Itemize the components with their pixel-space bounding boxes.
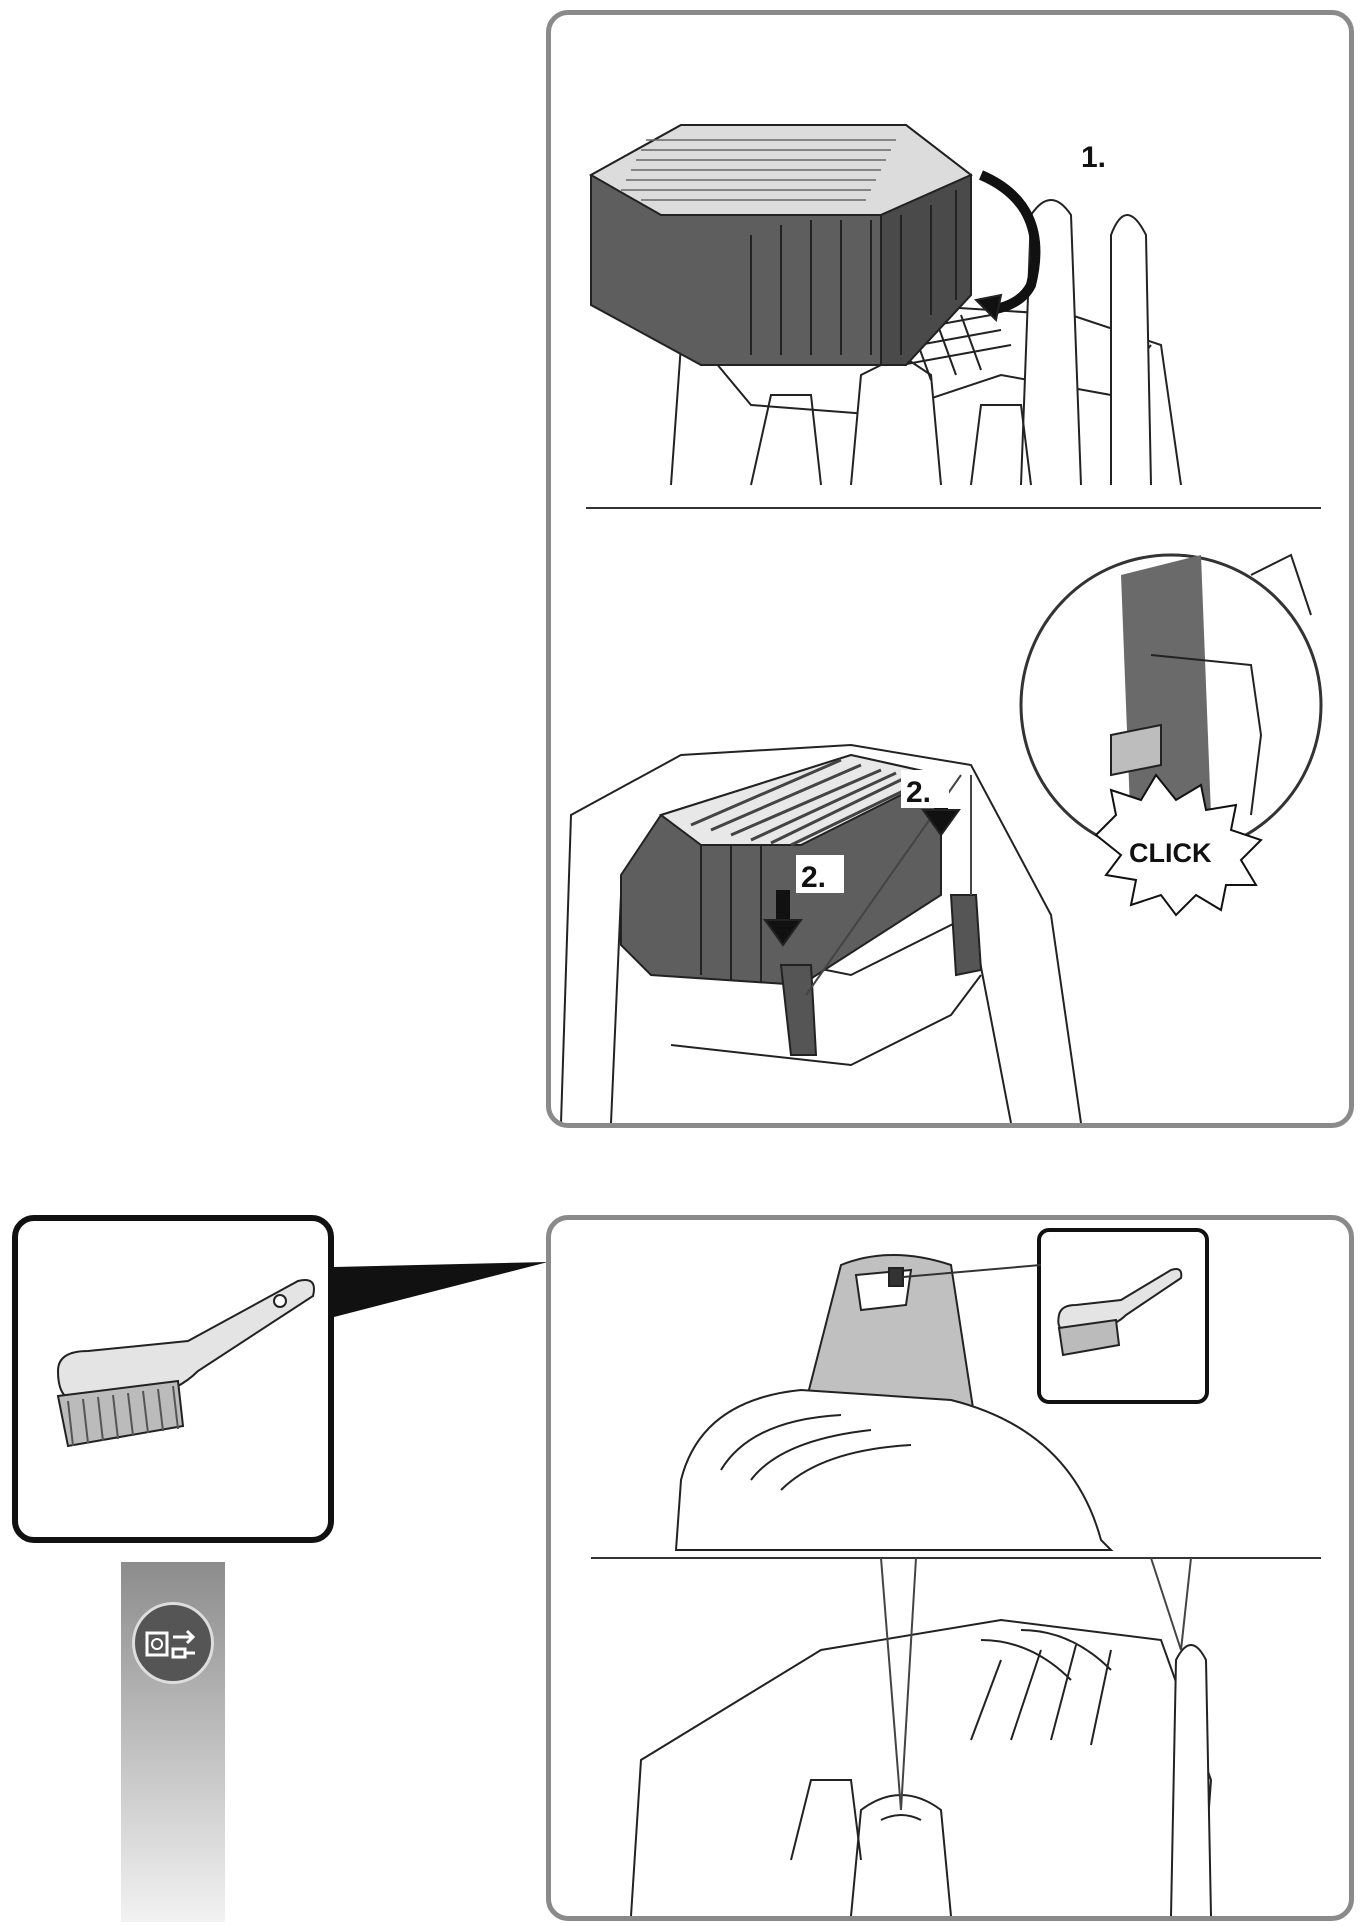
filter-insertion-panel: 1. 2. 2. — [546, 10, 1354, 1128]
click-burst — [1094, 773, 1263, 917]
step2-label-front: 2. — [801, 861, 826, 894]
click-label: CLICK — [1129, 838, 1212, 868]
brush-inset-box — [902, 1228, 1209, 1404]
step2-label-back: 2. — [906, 776, 931, 809]
clip-detail-magnifier — [1019, 553, 1323, 857]
brush-inset-icon — [1057, 1268, 1183, 1357]
step1-illustration — [588, 124, 1182, 486]
brush-storage-illustration — [591, 1228, 1321, 1916]
unplug-power-icon — [132, 1602, 214, 1684]
brush-callout-box — [12, 1215, 334, 1543]
callout-pointer — [334, 1262, 548, 1317]
power-warning-bar — [121, 1562, 225, 1922]
step2-illustration — [560, 743, 1082, 1123]
brush-icon — [56, 1279, 315, 1448]
step1-label: 1. — [1081, 141, 1106, 174]
brush-storage-panel — [546, 1215, 1354, 1921]
filter-insertion-illustration: 1. 2. 2. — [560, 124, 1323, 1123]
